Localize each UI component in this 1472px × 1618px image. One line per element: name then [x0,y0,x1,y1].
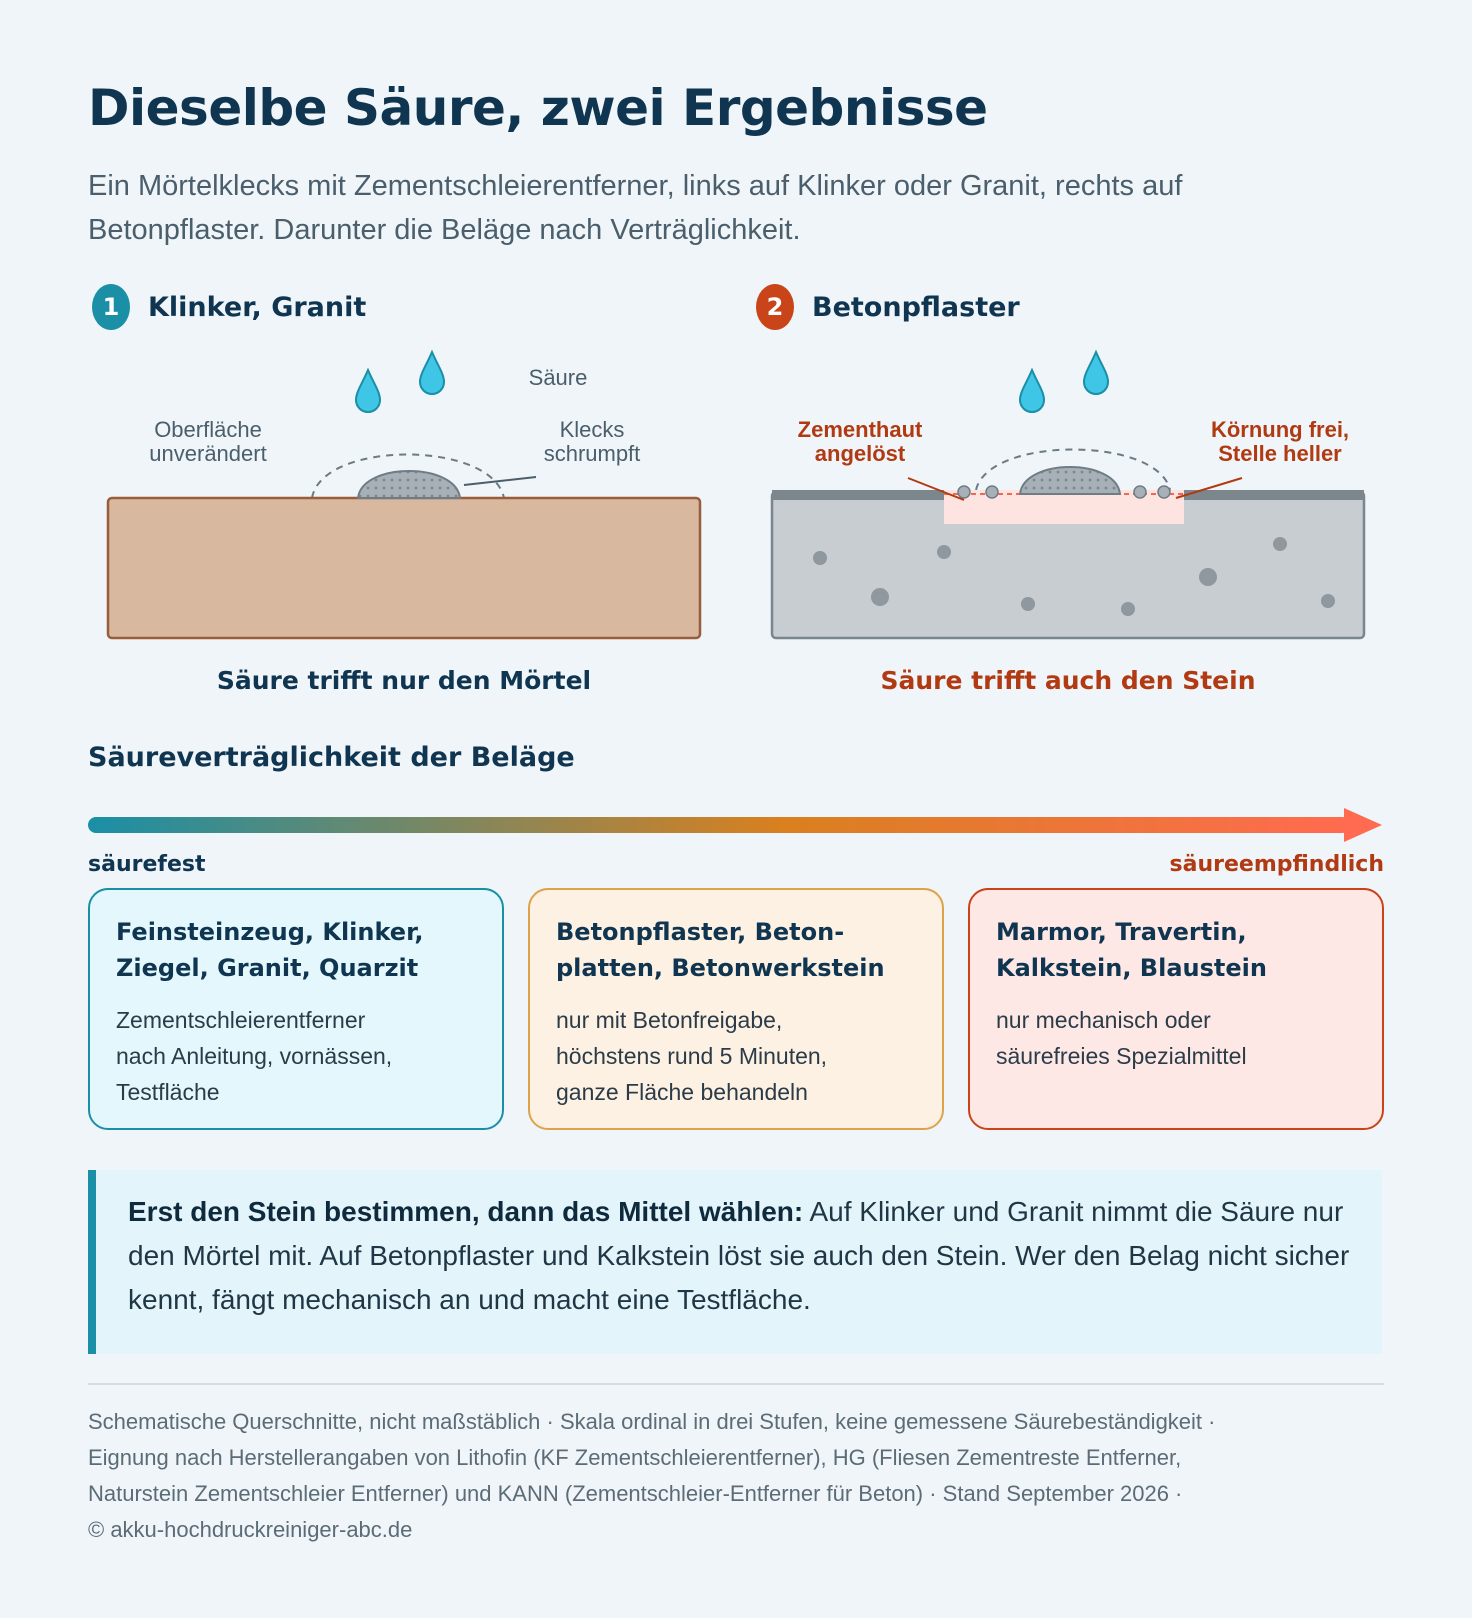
aggregate-stone [813,551,827,565]
category-title: Marmor, Travertin, Kalkstein, Blaustein [996,914,1356,986]
panel-1-cross-section: Säure Oberfläche unverändert Klecks schr… [106,349,702,640]
category-description: nur mechanisch oder säurefreies Spezialm… [996,1002,1356,1074]
mortar-blob [1018,466,1122,495]
category-title-line: Kalkstein, Blaustein [996,954,1267,982]
acid-tolerance-scale-arrow [88,808,1382,842]
footer-divider [88,1383,1384,1385]
category-title-line: Marmor, Travertin, [996,918,1247,946]
panel-1-heading: 1 Klinker, Granit [92,284,366,330]
label-blob: schrumpft [544,441,641,466]
acid-drop-icon [1082,349,1110,395]
scale-title: Säureverträglichkeit der Beläge [88,742,575,773]
advice-callout: Erst den Stein bestimmen, dann das Mitte… [88,1170,1382,1354]
category-desc-line: nur mit Betonfreigabe, [556,1007,783,1033]
aggregate-stone [1273,537,1287,551]
category-card-concrete: Betonpflaster, Beton- platten, Betonwerk… [528,888,944,1130]
page-title: Dieselbe Säure, zwei Ergebnisse [88,79,988,137]
panel-2-number-badge: 2 [756,284,794,330]
category-desc-line: höchstens rund 5 Minuten, [556,1043,828,1069]
category-title-line: Betonpflaster, Beton- [556,918,845,946]
subtitle-line: Betonpflaster. Darunter die Beläge nach … [88,214,801,246]
exposed-grain [985,485,999,499]
category-card-acid-sensitive: Marmor, Travertin, Kalkstein, Blaustein … [968,888,1384,1130]
aggregate-stone [937,545,951,559]
original-mortar-outline [975,448,1171,491]
scale-left-label: säurefest [88,852,206,877]
panel-1-number-badge: 1 [92,284,130,330]
clinker-slab [106,496,702,640]
category-title-line: Feinsteinzeug, Klinker, [116,918,424,946]
acid-drop-icon [354,367,382,413]
footer-line: Eignung nach Herstellerangaben von Litho… [88,1445,1182,1470]
leader-line [1175,477,1243,499]
label-blob: Klecks [560,417,625,442]
category-title: Betonpflaster, Beton- platten, Betonwerk… [556,914,916,986]
category-description: Zementschleierentferner nach Anleitung, … [116,1002,476,1110]
etched-area [944,490,1184,524]
leader-line [907,477,965,501]
panel-2-cross-section: Zementhaut angelöst Körnung frei, Stelle… [770,349,1366,640]
footer-line: Naturstein Zementschleier Entferner) und… [88,1481,1183,1506]
label-grain: Körnung frei, [1211,417,1349,442]
footer-line: © akku-hochdruckreiniger-abc.de [88,1517,413,1542]
panel-1-title: Klinker, Granit [148,291,367,323]
aggregate-stone [1321,594,1335,608]
acid-drop-icon [418,349,446,395]
footer-line: Schematische Querschnitte, nicht maßstäb… [88,1409,1216,1434]
exposed-grain [957,485,971,499]
aggregate-stone [871,588,889,606]
category-desc-line: nach Anleitung, vornässen, [116,1043,393,1069]
aggregate-stone [1121,602,1135,616]
label-acid: Säure [529,365,588,390]
category-desc-line: nur mechanisch oder [996,1007,1211,1033]
label-surface: unverändert [149,441,266,466]
panel-2-heading: 2 Betonpflaster [756,284,1020,330]
category-desc-line: Zementschleierentferner [116,1007,366,1033]
category-card-acid-resistant: Feinsteinzeug, Klinker, Ziegel, Granit, … [88,888,504,1130]
category-desc-line: Testfläche [116,1079,220,1105]
subtitle-line: Ein Mörtelklecks mit Zementschleierentfe… [88,170,1183,202]
exposed-grain [1133,485,1147,499]
mortar-blob [356,470,462,499]
label-surface: Oberfläche [154,417,262,442]
scale-right-label: säureempfindlich [1169,852,1384,877]
label-cement-skin: Zementhaut [798,417,923,442]
label-grain: Stelle heller [1218,441,1342,466]
acid-drop-icon [1018,367,1046,413]
exposed-grain [1157,485,1171,499]
category-title: Feinsteinzeug, Klinker, Ziegel, Granit, … [116,914,476,986]
panel-2-title: Betonpflaster [812,291,1020,323]
label-cement-skin: angelöst [815,441,906,466]
category-title-line: Ziegel, Granit, Quarzit [116,954,419,982]
advice-callout-lead: Erst den Stein bestimmen, dann das Mitte… [128,1196,804,1227]
page-subtitle: Ein Mörtelklecks mit Zementschleierentfe… [88,164,1408,252]
aggregate-stone [1199,568,1217,586]
leader-line [463,476,537,486]
category-description: nur mit Betonfreigabe, höchstens rund 5 … [556,1002,916,1110]
panel-2-caption: Säure trifft auch den Stein [880,666,1256,695]
advice-callout-text: Auf Klinker und Granit nimmt die Säure n… [128,1196,1350,1315]
category-desc-line: säurefreies Spezialmittel [996,1043,1247,1069]
panel-1-caption: Säure trifft nur den Mörtel [216,666,592,695]
category-title-line: platten, Betonwerkstein [556,954,885,982]
category-desc-line: ganze Fläche behandeln [556,1079,808,1105]
footer-notes: Schematische Querschnitte, nicht maßstäb… [88,1404,1398,1548]
aggregate-stone [1021,597,1035,611]
